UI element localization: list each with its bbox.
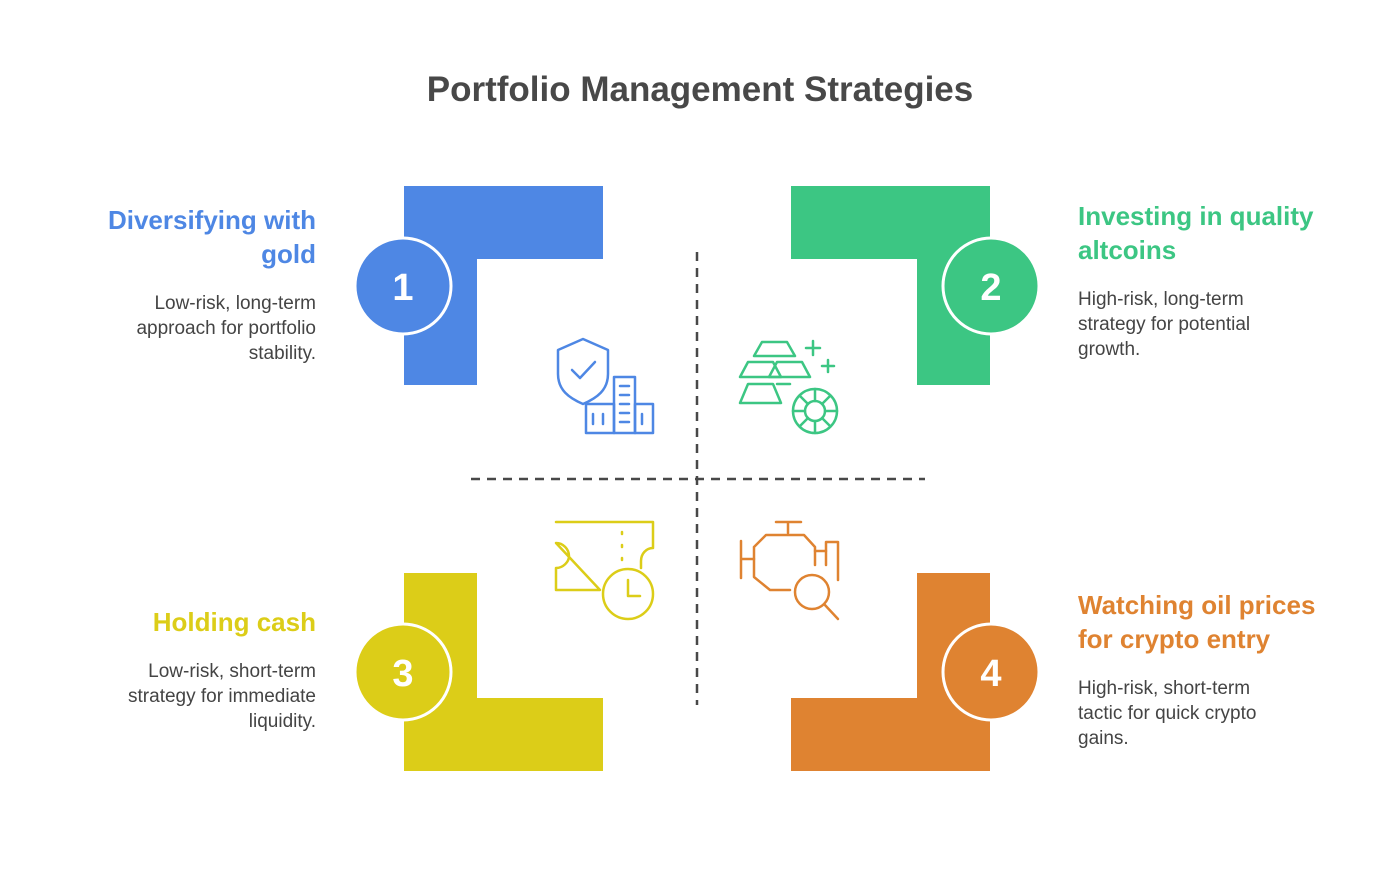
gold-bars-coin-icon bbox=[738, 339, 839, 435]
q1-heading: Diversifying with gold bbox=[107, 205, 316, 269]
q2-badge bbox=[941, 236, 1041, 336]
q4-badge bbox=[941, 622, 1041, 722]
page-title: Portfolio Management Strategies bbox=[426, 70, 974, 109]
q2-heading: Investing in quality altcoins bbox=[1078, 201, 1314, 265]
q1-badge bbox=[353, 236, 453, 336]
q2-number: 2 bbox=[980, 267, 1001, 309]
shield-buildings-icon bbox=[556, 337, 655, 435]
q3-badge bbox=[353, 622, 453, 722]
q2-bracket bbox=[791, 186, 990, 385]
q1-description: Low-risk, long-term approach for portfol… bbox=[136, 293, 316, 364]
q3-heading: Holding cash bbox=[152, 607, 316, 637]
q1-number: 1 bbox=[392, 267, 413, 309]
q4-heading: Watching oil prices for crypto entry bbox=[1078, 590, 1316, 654]
q4-description: High-risk, short-term tactic for quick c… bbox=[1078, 678, 1257, 749]
ticket-clock-icon bbox=[554, 520, 655, 621]
q2-description: High-risk, long-term strategy for potent… bbox=[1078, 289, 1251, 360]
q3-number: 3 bbox=[392, 653, 413, 695]
q3-description: Low-risk, short-term strategy for immedi… bbox=[128, 661, 316, 732]
q3-bracket bbox=[404, 573, 603, 771]
engine-search-icon bbox=[739, 520, 840, 621]
q4-number: 4 bbox=[980, 653, 1001, 695]
q1-bracket bbox=[404, 186, 603, 385]
q4-bracket bbox=[791, 573, 990, 771]
